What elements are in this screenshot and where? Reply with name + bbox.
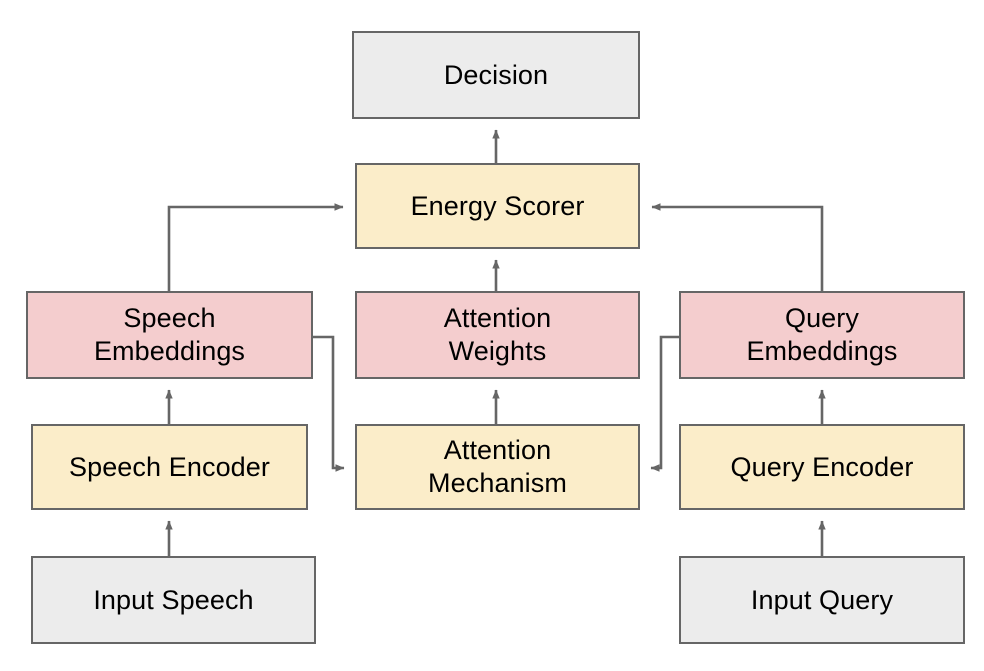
- node-speech-embeddings[interactable]: Speech Embeddings: [26, 291, 313, 379]
- node-speech-encoder[interactable]: Speech Encoder: [31, 424, 308, 510]
- node-input-query[interactable]: Input Query: [679, 556, 965, 644]
- node-query-encoder[interactable]: Query Encoder: [679, 424, 965, 510]
- node-attention-weights[interactable]: Attention Weights: [355, 291, 640, 379]
- node-decision-label: Decision: [443, 59, 549, 90]
- node-energy-scorer-label: Energy Scorer: [410, 190, 585, 221]
- node-input-query-label: Input Query: [750, 584, 894, 615]
- node-speech-embeddings-label: Speech Embeddings: [93, 303, 246, 366]
- node-input-speech-label: Input Speech: [93, 584, 254, 615]
- edge-query-embeddings-to-attention-mechanism: [650, 335, 679, 472]
- edge-speech-embeddings-to-attention-mechanism: [313, 335, 345, 472]
- node-input-speech[interactable]: Input Speech: [31, 556, 316, 644]
- node-decision[interactable]: Decision: [352, 31, 640, 119]
- node-attention-mechanism-label: Attention Mechanism: [428, 435, 567, 498]
- node-energy-scorer[interactable]: Energy Scorer: [355, 163, 640, 249]
- node-attention-weights-label: Attention Weights: [443, 303, 552, 366]
- node-query-embeddings[interactable]: Query Embeddings: [679, 291, 965, 379]
- node-query-embeddings-label: Query Embeddings: [746, 303, 898, 366]
- node-query-encoder-label: Query Encoder: [730, 451, 914, 482]
- edge-speech-embeddings-to-energy-scorer: [167, 203, 344, 291]
- node-attention-mechanism[interactable]: Attention Mechanism: [355, 424, 640, 510]
- node-speech-encoder-label: Speech Encoder: [68, 451, 271, 482]
- edge-query-embeddings-to-energy-scorer: [651, 203, 824, 291]
